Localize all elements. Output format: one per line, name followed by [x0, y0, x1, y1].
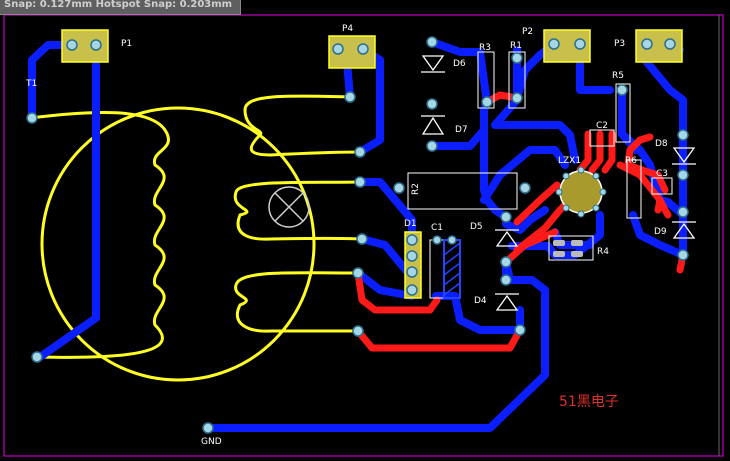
- label-r4: R4: [597, 247, 609, 257]
- pads: [26, 36, 689, 434]
- lzx1-pins: [555, 166, 607, 218]
- label-d7: D7: [455, 125, 468, 135]
- label-d8: D8: [655, 139, 668, 149]
- label-c1: C1: [431, 223, 443, 233]
- r6-resistor[interactable]: [626, 159, 642, 219]
- label-p4: P4: [342, 24, 353, 34]
- r3-resistor[interactable]: [477, 51, 495, 109]
- label-r2: R2: [411, 183, 421, 195]
- primary-coil: [29, 110, 170, 359]
- secondary-coil-3: [234, 271, 359, 333]
- label-d4: D4: [474, 296, 487, 306]
- label-lzx1: LZX1: [558, 156, 581, 166]
- mounting-hole: [268, 186, 310, 228]
- silkscreen-layer: [29, 94, 363, 382]
- label-p2: P2: [522, 27, 533, 37]
- r5-resistor[interactable]: [615, 83, 631, 143]
- c2-capacitor[interactable]: [589, 129, 615, 147]
- r1-resistor[interactable]: [508, 51, 526, 109]
- label-c2: C2: [596, 121, 608, 131]
- transformer-outline: [40, 106, 316, 382]
- secondary-coil-1: [243, 94, 361, 157]
- r4-resistor[interactable]: [548, 235, 594, 261]
- board-outline: [3, 14, 724, 457]
- d1-bridge-rectifier[interactable]: [404, 231, 422, 299]
- label-d1: D1: [404, 219, 417, 229]
- label-r6: R6: [625, 156, 637, 166]
- label-t1: T1: [25, 79, 37, 89]
- watermark-text: 51黑电子: [559, 394, 619, 410]
- label-gnd: GND: [201, 437, 222, 447]
- label-c3: C3: [656, 169, 668, 179]
- label-d9: D9: [654, 227, 667, 237]
- label-d6: D6: [453, 59, 466, 69]
- label-p1: P1: [121, 39, 132, 49]
- top-layer-traces: [354, 91, 687, 352]
- label-r3: R3: [479, 43, 491, 53]
- label-p3: P3: [614, 39, 625, 49]
- secondary-coil-2: [233, 180, 363, 241]
- r2-resistor[interactable]: [407, 172, 518, 210]
- snap-status-bar: Snap: 0.127mm Hotspot Snap: 0.203mm: [0, 0, 242, 15]
- label-r5: R5: [612, 71, 624, 81]
- label-d5: D5: [470, 222, 483, 232]
- label-r1: R1: [510, 41, 522, 51]
- c3-capacitor[interactable]: [651, 177, 673, 195]
- diode-symbols: [421, 55, 696, 311]
